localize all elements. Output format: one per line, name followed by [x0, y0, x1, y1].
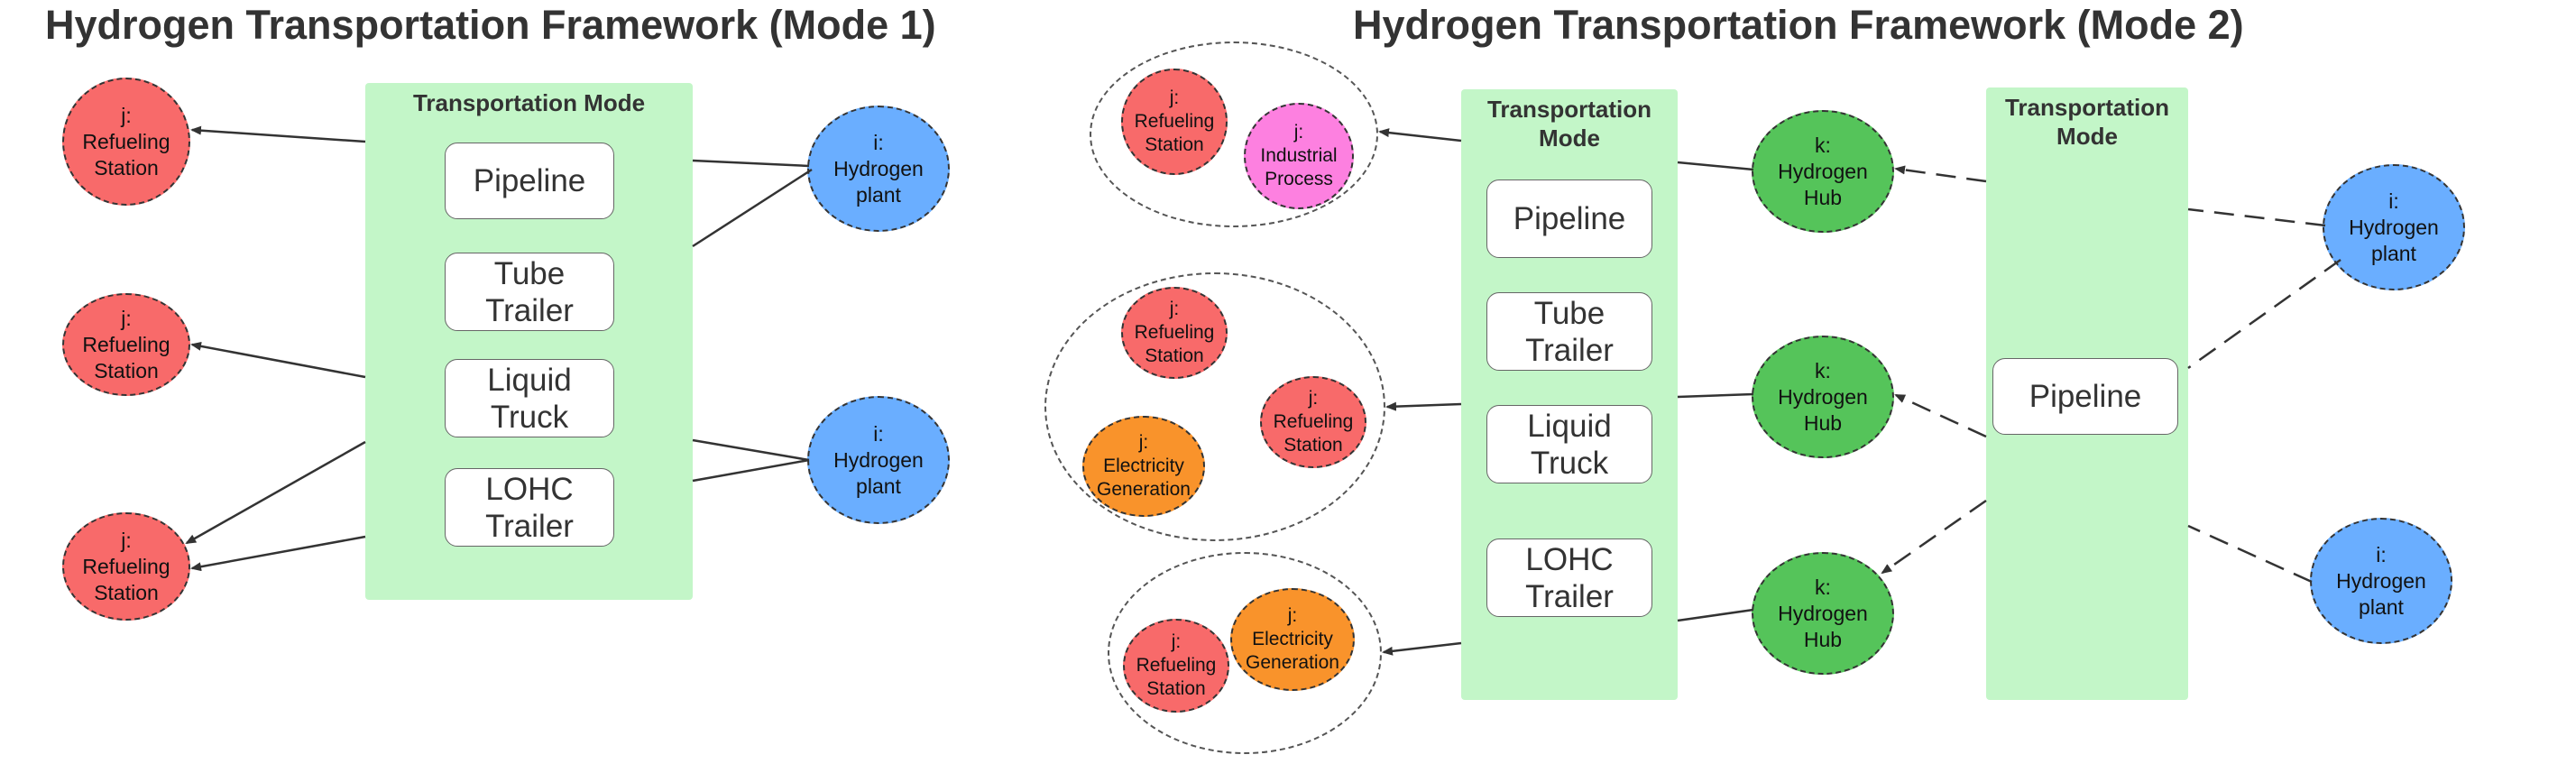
mode1-hydrogen-plant-2: i: Hydrogen plant: [807, 396, 950, 524]
mode1-tube-trailer-box: Tube Trailer: [445, 253, 614, 331]
mode1-refueling-station-1: j: Refueling Station: [62, 78, 190, 206]
mode1-hydrogen-plant-1: i: Hydrogen plant: [807, 106, 950, 232]
mode1-plant2-line-a: [692, 438, 810, 462]
mode1-panel-title: Transportation Mode: [412, 89, 646, 116]
mode2-dashed-arrow-to-hub-1: [1894, 165, 1987, 183]
mode2-lohc-trailer-box: LOHC Trailer: [1486, 538, 1652, 617]
mode1-refueling-station-3: j: Refueling Station: [62, 512, 190, 621]
mode2-hydrogen-hub-3: k: Hydrogen Hub: [1752, 552, 1894, 675]
mode2-pipeline-box: Pipeline: [1486, 179, 1652, 258]
mode2-group2-refueling-station-2: j: Refueling Station: [1260, 376, 1366, 468]
mode2-dashed-arrow-to-hub-3: [1881, 499, 1987, 575]
mode2-group1-industrial-process: j: Industrial Process: [1244, 103, 1354, 209]
mode2-destination-group-1: [1090, 41, 1378, 227]
mode2-group3-electricity-generation: j: Electricity Generation: [1230, 588, 1355, 691]
mode2-hub2-line: [1677, 392, 1754, 399]
mode1-lohc-trailer-box: LOHC Trailer: [445, 468, 614, 547]
mode2-title: Hydrogen Transportation Framework (Mode …: [1353, 2, 2244, 48]
mode1-arrow-to-station-3b: [190, 535, 366, 572]
mode1-title: Hydrogen Transportation Framework (Mode …: [45, 2, 936, 48]
mode2-destination-group-3: [1108, 552, 1382, 754]
mode1-arrow-to-station-1: [190, 125, 366, 143]
mode2-hydrogen-plant-1: i: Hydrogen plant: [2323, 164, 2465, 290]
mode1-pipeline-box: Pipeline: [445, 143, 614, 219]
mode2-arrow-to-group-1: [1378, 128, 1462, 143]
mode2-hub-pipeline-box: Pipeline: [1992, 358, 2178, 435]
mode2-hub1-line: [1677, 161, 1754, 171]
mode2-hydrogen-hub-1: k: Hydrogen Hub: [1752, 110, 1894, 233]
mode2-dashed-arrow-to-hub-2: [1894, 393, 1987, 438]
mode2-tube-trailer-box: Tube Trailer: [1486, 292, 1652, 371]
mode2-dashed-plant1-to-panel: [2187, 207, 2326, 227]
mode1-arrow-to-station-2: [190, 341, 366, 379]
mode1-plant1-line-b: [692, 168, 813, 248]
mode2-dashed-plant1-to-pipeline: [2187, 258, 2341, 370]
mode1-plant2-line-b: [692, 458, 810, 483]
mode2-dashed-plant2-to-panel: [2187, 524, 2313, 584]
mode2-arrow-to-group-3: [1382, 641, 1462, 656]
mode2-hydrogen-hub-2: k: Hydrogen Hub: [1752, 336, 1894, 458]
mode1-liquid-truck-box: Liquid Truck: [445, 359, 614, 437]
mode2-group1-refueling-station: j: Refueling Station: [1121, 69, 1228, 175]
mode1-plant1-line-a: [692, 159, 810, 168]
mode2-group3-refueling-station: j: Refueling Station: [1123, 619, 1229, 713]
mode2-destination-group-2: [1044, 272, 1385, 541]
mode2-panel-left-title: Transportation Mode: [1486, 96, 1651, 152]
mode2-hub3-line: [1677, 608, 1754, 622]
mode2-hydrogen-plant-2: i: Hydrogen plant: [2310, 518, 2452, 644]
mode2-arrow-to-group-2: [1385, 401, 1462, 411]
mode1-arrow-to-station-3a: [185, 440, 366, 545]
mode2-panel-right-title: Transportation Mode: [2004, 94, 2169, 150]
mode2-group2-electricity-generation: j: Electricity Generation: [1082, 416, 1205, 517]
mode2-liquid-truck-box: Liquid Truck: [1486, 405, 1652, 483]
mode1-refueling-station-2: j: Refueling Station: [62, 293, 190, 396]
mode2-group2-refueling-station-1: j: Refueling Station: [1121, 287, 1228, 379]
